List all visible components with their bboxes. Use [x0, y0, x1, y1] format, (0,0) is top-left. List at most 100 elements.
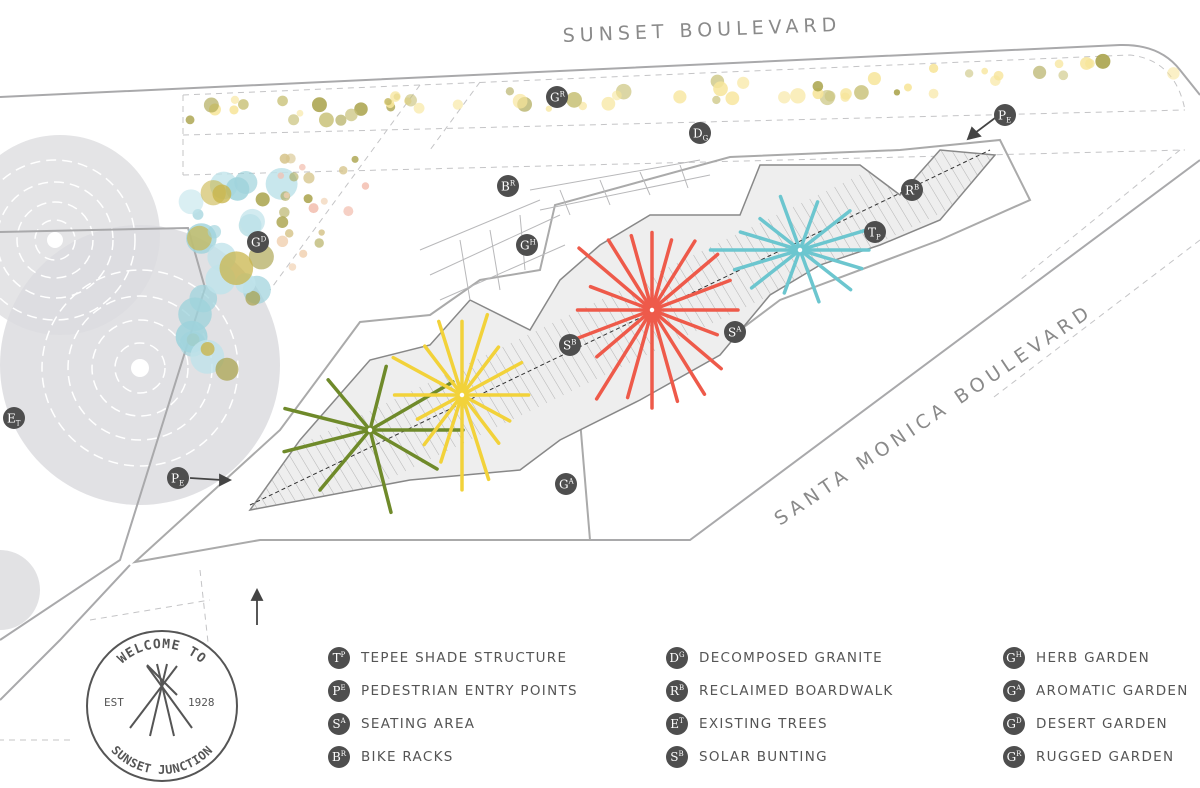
logo-est: EST: [104, 696, 124, 709]
planting-dot: [314, 238, 324, 248]
planting-dot: [351, 155, 359, 163]
planting-dot: [320, 197, 328, 205]
existing-trees: [0, 135, 280, 630]
legend-label: BIKE RACKS: [361, 749, 454, 765]
marker-br[interactable]: BR: [497, 175, 519, 197]
svg-text:GR: GR: [550, 91, 566, 105]
planting-dot: [452, 99, 464, 110]
planting-dot: [238, 99, 249, 110]
planting-dot: [404, 94, 417, 107]
planting-dot: [712, 95, 721, 105]
svg-text:PE: PE: [171, 472, 184, 488]
planting-dot: [299, 249, 308, 258]
planting-dot: [737, 76, 750, 89]
planting-dot: [335, 114, 347, 126]
marker-dg[interactable]: DG: [689, 122, 711, 144]
marker-et[interactable]: ET: [3, 407, 25, 429]
planting-dot: [185, 115, 195, 125]
tepee-green: [282, 364, 465, 515]
planting-dot: [308, 203, 319, 214]
marker-pe[interactable]: PE: [994, 104, 1016, 126]
marker-sa[interactable]: SA: [724, 321, 746, 343]
svg-text:RB: RB: [905, 184, 919, 198]
planting-dot: [303, 172, 315, 184]
planting-dot: [279, 207, 290, 218]
garden-plantings: [175, 53, 1180, 381]
marker-tp[interactable]: TP: [864, 221, 886, 243]
planting-dot: [812, 80, 824, 92]
planting-dot: [255, 192, 270, 207]
planting-dot: [230, 95, 240, 104]
marker-rb[interactable]: RB: [901, 179, 923, 201]
legend-label: TEPEE SHADE STRUCTURE: [361, 650, 568, 666]
planting-dot: [284, 229, 294, 238]
planting-dot: [790, 88, 806, 104]
planting-dot: [277, 172, 285, 179]
planting-dot: [283, 192, 290, 199]
planting-dot: [1167, 67, 1180, 80]
svg-text:GH: GH: [520, 239, 536, 253]
legend-label: DECOMPOSED GRANITE: [699, 650, 883, 666]
planting-dot: [207, 225, 222, 239]
marker-sb[interactable]: SB: [559, 334, 581, 356]
planting-dot: [505, 87, 515, 96]
svg-text:PE: PE: [998, 109, 1011, 125]
planting-dot: [566, 92, 582, 108]
legend-label: SEATING AREA: [361, 716, 476, 732]
marker-ga[interactable]: GA: [555, 473, 577, 495]
marker-pe[interactable]: PE: [167, 467, 189, 489]
svg-text:TP: TP: [868, 226, 881, 242]
legend-label: SOLAR BUNTING: [699, 749, 828, 765]
planting-dot: [512, 93, 528, 109]
planting-dot: [545, 105, 552, 112]
svg-text:GA: GA: [559, 478, 575, 492]
planting-dot: [200, 342, 215, 356]
svg-text:ET: ET: [7, 412, 21, 428]
planting-dot: [384, 97, 392, 106]
planting-dot: [1032, 65, 1047, 79]
legend-label: HERB GARDEN: [1036, 650, 1151, 666]
legend-label: EXISTING TREES: [699, 716, 828, 732]
planting-dot: [303, 194, 313, 204]
dashed-guides: [0, 54, 1200, 741]
marker-gd[interactable]: GD: [247, 231, 269, 253]
planting-dot: [903, 83, 912, 92]
planting-dot: [288, 114, 300, 126]
planting-dot: [390, 91, 401, 102]
planting-dot: [413, 102, 425, 114]
planting-dot: [981, 67, 989, 75]
planting-dot: [345, 108, 358, 122]
marker-gr[interactable]: GR: [546, 86, 568, 108]
marker-gh[interactable]: GH: [516, 234, 538, 256]
logo-year: 1928: [188, 696, 215, 709]
svg-text:GD: GD: [251, 236, 267, 250]
planting-dot: [186, 225, 212, 251]
svg-text:BR: BR: [501, 180, 516, 194]
svg-text:SA: SA: [728, 326, 742, 340]
bike-racks: [419, 159, 711, 301]
planting-dot: [234, 170, 258, 194]
planting-dot: [1080, 56, 1093, 70]
planting-dot: [229, 105, 239, 115]
planting-dot: [928, 63, 939, 73]
planting-dot: [288, 263, 297, 271]
planting-dot: [276, 235, 289, 248]
street-label-sunset: SUNSET BOULEVARD: [562, 14, 841, 47]
planting-dot: [893, 89, 901, 96]
